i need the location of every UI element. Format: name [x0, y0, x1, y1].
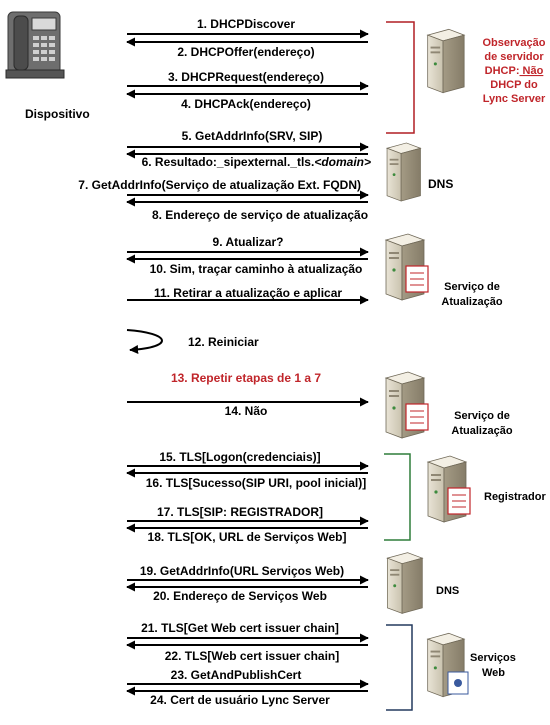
svg-text:DHCP: Não: DHCP: Não [485, 65, 544, 77]
registrar-server-icon [427, 455, 471, 523]
update-service-label-2: Atualização [441, 296, 502, 308]
message-14: 14. Não [225, 404, 268, 418]
arrow-12-loop [126, 329, 163, 354]
message-20: 20. Endereço de Serviços Web [153, 589, 327, 603]
dns-server-2-icon [386, 552, 423, 614]
message-4: 4. DHCPAck(endereço) [181, 97, 311, 111]
update-server-icon [385, 233, 429, 301]
message-6: 6. Resultado:_sipexternal._tls.<domain> [142, 155, 371, 169]
message-5: 5. GetAddrInfo(SRV, SIP) [182, 129, 323, 143]
message-9: 9. Atualizar? [213, 235, 284, 249]
device-label: Dispositivo [25, 107, 90, 121]
svg-text:de servidor: de servidor [484, 51, 544, 63]
message-11: 11. Retirar a atualização e aplicar [154, 286, 342, 300]
message-21: 21. TLS[Get Web cert issuer chain] [141, 621, 339, 635]
registrar-bracket [384, 453, 411, 541]
message-16: 16. TLS[Sucesso(SIP URI, pool inicial)] [146, 476, 367, 490]
dns-server-icon [386, 142, 421, 202]
update-server-2-icon [385, 371, 429, 439]
update-service-2-label-2: Atualização [451, 425, 512, 437]
message-8: 8. Endereço de serviço de atualização [152, 208, 368, 222]
web-services-bracket [386, 624, 413, 711]
dns-label: DNS [428, 177, 453, 191]
web-services-label-2: Web [482, 667, 505, 679]
dns-2-label: DNS [436, 585, 459, 597]
dhcp-note: Observação de servidor DHCP: Não DHCP do… [483, 37, 546, 105]
svg-text:DHCP do: DHCP do [490, 79, 538, 91]
message-18: 18. TLS[OK, URL de Serviços Web] [148, 530, 347, 544]
update-service-label: Serviço de [444, 281, 500, 293]
message-13: 13. Repetir etapas de 1 a 7 [171, 371, 321, 385]
message-24: 24. Cert de usuário Lync Server [150, 693, 330, 707]
message-1: 1. DHCPDiscover [197, 17, 295, 31]
message-7: 7. GetAddrInfo(Serviço de atualização Ex… [78, 178, 361, 192]
registrar-label: Registrador [484, 491, 546, 503]
message-17: 17. TLS[SIP: REGISTRADOR] [157, 505, 323, 519]
dhcp-bracket [386, 21, 415, 134]
web-services-label: Serviços [470, 652, 516, 664]
message-22: 22. TLS[Web cert issuer chain] [165, 649, 340, 663]
message-2: 2. DHCPOffer(endereço) [177, 45, 314, 59]
svg-text:Lync Server: Lync Server [483, 93, 546, 105]
svg-text:Observação: Observação [483, 37, 546, 49]
message-15: 15. TLS[Logon(credenciais)] [159, 450, 320, 464]
message-19: 19. GetAddrInfo(URL Serviços Web) [140, 564, 344, 578]
message-3: 3. DHCPRequest(endereço) [168, 70, 324, 84]
dhcp-server-icon [427, 28, 465, 94]
web-services-server-icon [427, 632, 469, 698]
device-phone-icon [5, 11, 65, 79]
message-10: 10. Sim, traçar caminho à atualização [150, 262, 363, 276]
update-service-2-label: Serviço de [454, 410, 510, 422]
message-23: 23. GetAndPublishCert [171, 668, 302, 682]
message-12: 12. Reiniciar [188, 335, 259, 349]
